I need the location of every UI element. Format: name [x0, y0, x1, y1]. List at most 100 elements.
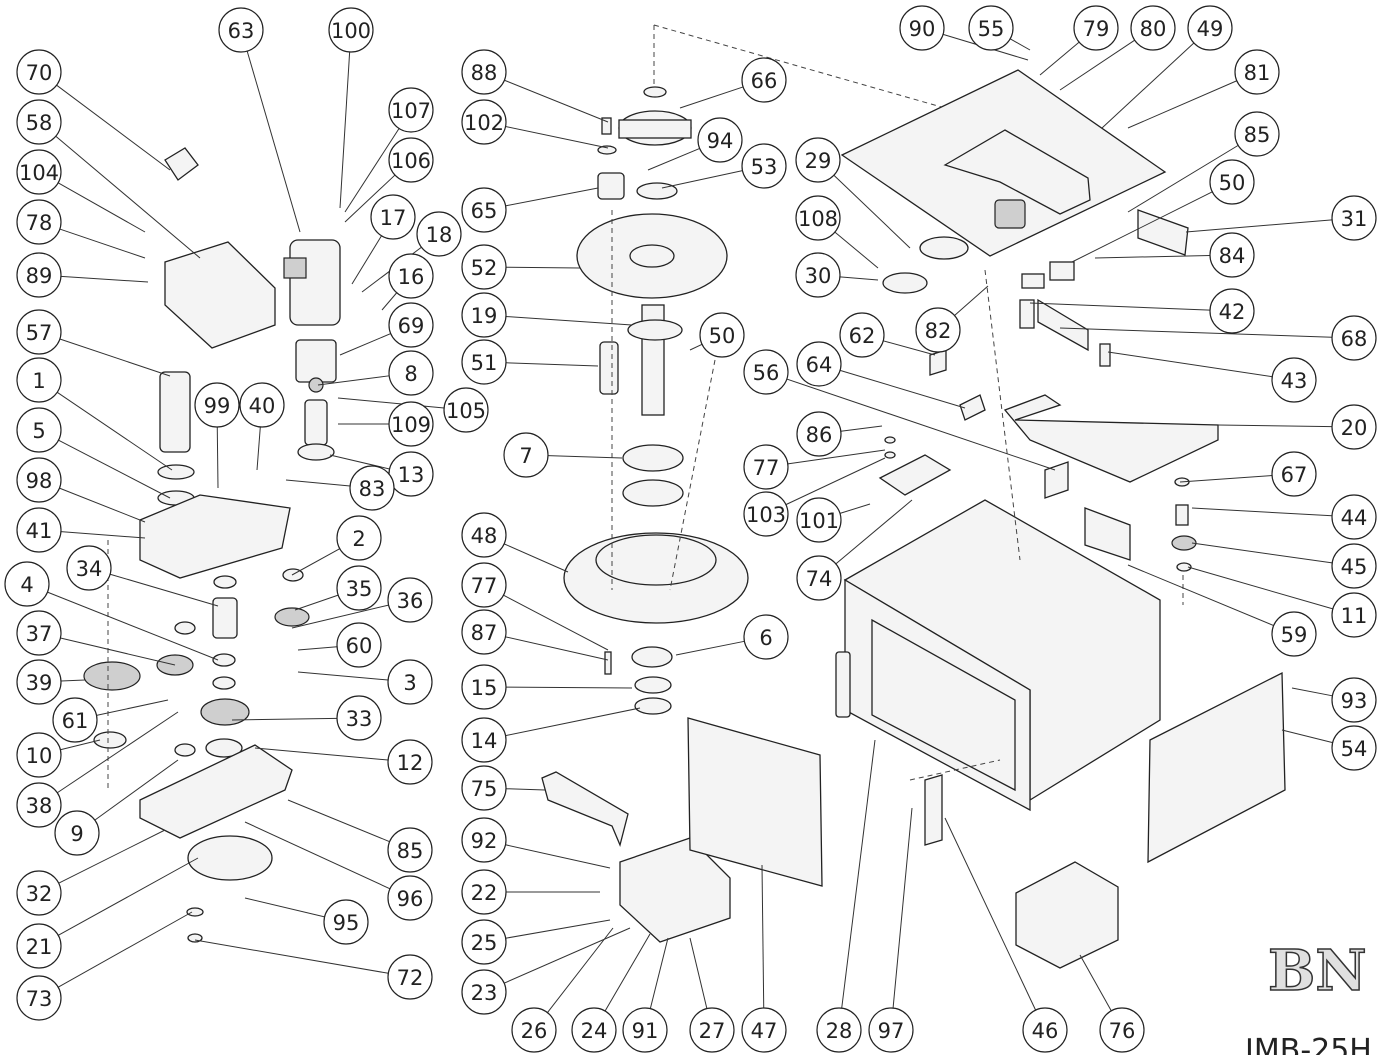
callout-33: 33 — [336, 695, 382, 741]
callout-circle — [1271, 357, 1317, 403]
callout-circle — [461, 562, 507, 608]
leader-line — [1185, 219, 1333, 233]
callout-circle — [697, 117, 743, 163]
callout-number: 64 — [806, 353, 833, 377]
callout-number: 51 — [471, 351, 498, 375]
callout-104: 104 — [16, 149, 62, 195]
callout-number: 30 — [805, 264, 832, 288]
callout-circle — [1331, 494, 1377, 540]
callout-number: 26 — [521, 1019, 548, 1043]
callout-36: 36 — [387, 577, 433, 623]
callout-circle — [328, 7, 374, 53]
callout-number: 39 — [26, 671, 53, 695]
callout-40: 40 — [239, 382, 285, 428]
leader-line — [59, 228, 146, 259]
callout-circle — [741, 57, 787, 103]
leader-line — [344, 174, 396, 223]
callout-number: 100 — [331, 19, 371, 43]
brand-logo: BN — [1267, 937, 1367, 1005]
callout-number: 107 — [391, 99, 431, 123]
callout-circle — [387, 739, 433, 785]
leader-line — [505, 707, 641, 737]
callout-number: 20 — [1341, 416, 1368, 440]
callout-circle — [796, 555, 842, 601]
leader-line — [1191, 542, 1333, 564]
callout-number: 79 — [1083, 17, 1110, 41]
callout-number: 42 — [1219, 300, 1246, 324]
leader-line — [834, 231, 879, 269]
callout-number: 105 — [446, 399, 486, 423]
callout-number: 9 — [70, 822, 83, 846]
callout-number: 78 — [26, 211, 53, 235]
leader-line — [60, 275, 149, 283]
callout-number: 32 — [26, 882, 53, 906]
leader-line — [287, 799, 390, 843]
callout-circle — [968, 5, 1014, 51]
callout-number: 69 — [398, 314, 425, 338]
callout-number: 23 — [471, 981, 498, 1005]
callout-circle — [1331, 404, 1377, 450]
leader-line — [109, 573, 219, 607]
callout-circle — [743, 614, 789, 660]
leader-line — [1079, 954, 1112, 1012]
callout-circle — [16, 923, 62, 969]
leader-line — [1127, 80, 1238, 129]
callout-number: 91 — [632, 1019, 659, 1043]
callout-7: 7 — [503, 432, 549, 478]
leader-line — [649, 937, 669, 1009]
leader-line — [329, 454, 390, 470]
callout-circle — [16, 407, 62, 453]
callout-circle — [461, 717, 507, 763]
leader-line — [1217, 424, 1333, 428]
callout-circle — [795, 195, 841, 241]
callout-circle — [388, 253, 434, 299]
leader-line — [505, 636, 609, 661]
callout-circle — [323, 899, 369, 945]
callout-number: 82 — [925, 319, 952, 343]
callout-circle — [416, 211, 462, 257]
callout-17: 17 — [370, 194, 416, 240]
callout-number: 50 — [1219, 171, 1246, 195]
callout-circle — [461, 512, 507, 558]
callout-100: 100 — [328, 7, 374, 53]
callout-68: 68 — [1331, 315, 1377, 361]
callout-circle — [1073, 5, 1119, 51]
leader-line — [94, 759, 179, 821]
leader-line — [504, 79, 609, 123]
callout-30: 30 — [795, 252, 841, 298]
leader-line — [1071, 191, 1213, 263]
callout-77: 77 — [461, 562, 507, 608]
leader-line — [231, 717, 338, 721]
callout-number: 85 — [397, 839, 424, 863]
callout-circle — [443, 387, 489, 433]
callout-10: 10 — [16, 732, 62, 778]
callout-number: 84 — [1219, 244, 1246, 268]
callout-102: 102 — [461, 99, 507, 145]
callout-number: 27 — [699, 1019, 726, 1043]
leader-line — [505, 187, 599, 207]
callout-3: 3 — [387, 659, 433, 705]
callout-62: 62 — [839, 312, 885, 358]
callout-circle — [461, 99, 507, 145]
callout-circle — [336, 515, 382, 561]
leader-line — [194, 939, 389, 974]
callout-number: 36 — [397, 589, 424, 613]
callout-70: 70 — [16, 49, 62, 95]
leader-line — [689, 343, 703, 351]
callout-number: 102 — [464, 111, 504, 135]
callout-circle — [16, 149, 62, 195]
leader-line — [55, 135, 201, 259]
callout-23: 23 — [461, 969, 507, 1015]
callout-53: 53 — [741, 143, 787, 189]
callout-number: 60 — [346, 634, 373, 658]
leader-line — [647, 147, 700, 171]
callout-48: 48 — [461, 512, 507, 558]
callout-circle — [16, 870, 62, 916]
callout-37: 37 — [16, 610, 62, 656]
callout-circle — [387, 659, 433, 705]
callout-31: 31 — [1331, 195, 1377, 241]
callout-13: 13 — [388, 451, 434, 497]
callout-76: 76 — [1099, 1007, 1145, 1053]
callout-24: 24 — [571, 1007, 617, 1053]
